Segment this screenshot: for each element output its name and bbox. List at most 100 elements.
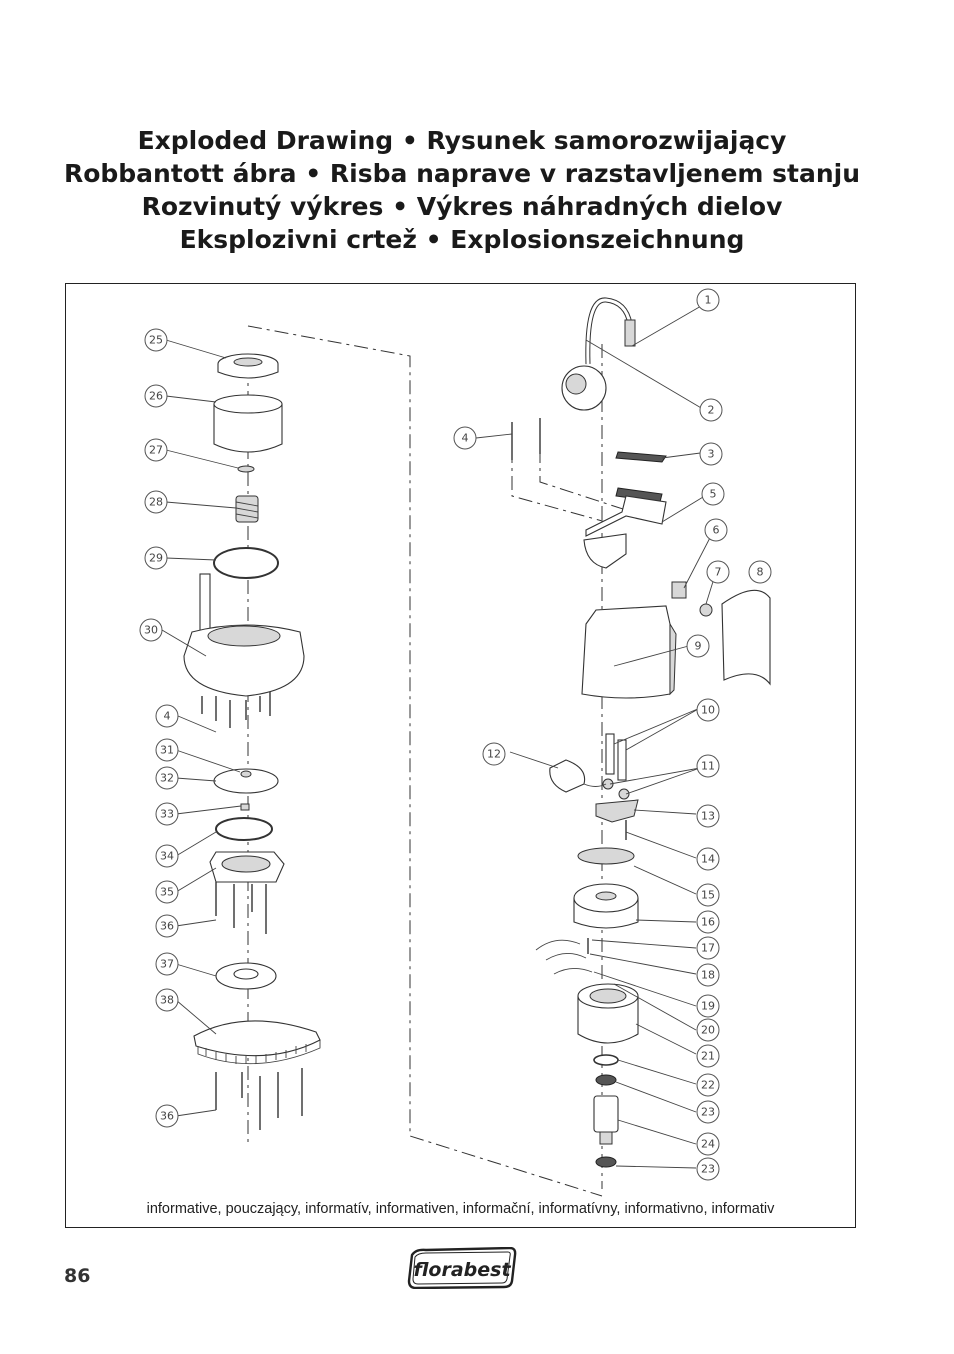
svg-text:10: 10 — [701, 704, 715, 717]
callout-37: 37 — [155, 952, 179, 976]
callout-24: 24 — [696, 1132, 720, 1156]
title-line: Exploded Drawing • Rysunek samorozwijają… — [137, 126, 787, 155]
callout-26: 26 — [144, 384, 168, 408]
callout-5: 5 — [701, 482, 725, 506]
callout-4: 4 — [453, 426, 477, 450]
callout-33: 33 — [155, 802, 179, 826]
part-37-disc — [215, 962, 277, 990]
svg-text:19: 19 — [701, 1000, 715, 1013]
screws-4-left — [201, 692, 271, 728]
page-number: 86 — [64, 1265, 91, 1287]
callout-3: 3 — [699, 442, 723, 466]
svg-text:16: 16 — [701, 916, 715, 929]
svg-text:24: 24 — [701, 1138, 715, 1151]
svg-text:25: 25 — [149, 334, 163, 347]
callout-12: 12 — [482, 742, 506, 766]
callout-19: 19 — [696, 994, 720, 1018]
svg-text:36: 36 — [160, 1110, 174, 1123]
svg-text:8: 8 — [757, 566, 764, 579]
page-title: Exploded Drawing • Rysunek samorozwijają… — [0, 124, 924, 256]
exploded-drawing-frame: 1 2 3 4 5 6 7 8 9 10 11 12 13 14 15 16 1… — [65, 283, 856, 1228]
part-23-bearing-bottom — [595, 1156, 617, 1168]
callout-2: 2 — [699, 398, 723, 422]
part-4-pins — [511, 418, 541, 460]
part-22-o-ring — [593, 1054, 619, 1066]
part-34-o-ring — [215, 817, 273, 841]
callout-20: 20 — [696, 1018, 720, 1042]
callout-4-left: 4 — [155, 704, 179, 728]
svg-text:2: 2 — [708, 404, 715, 417]
part-21-stator — [577, 983, 639, 1044]
callout-17: 17 — [696, 936, 720, 960]
part-17-19-wires — [535, 938, 593, 975]
part-2-float-switch — [561, 365, 607, 411]
svg-text:4: 4 — [462, 432, 469, 445]
part-3-grill — [615, 451, 667, 463]
part-11-rings — [602, 778, 630, 800]
svg-text:29: 29 — [149, 552, 163, 565]
part-1-plug — [624, 319, 636, 347]
callout-36-bottom: 36 — [155, 1104, 179, 1128]
callout-36: 36 — [155, 914, 179, 938]
svg-text:28: 28 — [149, 496, 163, 509]
part-29-o-ring — [213, 547, 279, 579]
svg-text:17: 17 — [701, 942, 715, 955]
logo-text: florabest — [413, 1259, 511, 1281]
svg-text:4: 4 — [164, 710, 171, 723]
part-33-nut — [240, 803, 250, 811]
florabest-logo: florabest — [407, 1247, 517, 1289]
svg-text:22: 22 — [701, 1079, 715, 1092]
callout-21: 21 — [696, 1044, 720, 1068]
svg-text:21: 21 — [701, 1050, 715, 1063]
callout-29: 29 — [144, 546, 168, 570]
callout-32: 32 — [155, 766, 179, 790]
svg-text:20: 20 — [701, 1024, 715, 1037]
callout-30: 30 — [139, 618, 163, 642]
svg-text:14: 14 — [701, 853, 715, 866]
part-10-shafts — [605, 733, 627, 781]
callout-11: 11 — [696, 754, 720, 778]
svg-text:37: 37 — [160, 958, 174, 971]
svg-text:9: 9 — [695, 640, 702, 653]
svg-text:1: 1 — [705, 294, 712, 307]
title-line: Eksplozivni crtež • Explosionszeichnung — [179, 225, 745, 254]
callout-9: 9 — [686, 634, 710, 658]
part-9-motor-housing — [581, 605, 677, 699]
exploded-drawing: 1 2 3 4 5 6 7 8 9 10 11 12 13 14 15 16 1… — [139, 288, 772, 1197]
part-30-housing — [183, 573, 305, 697]
part-23-bearing — [595, 1074, 617, 1086]
callout-31: 31 — [155, 738, 179, 762]
svg-text:15: 15 — [701, 889, 715, 902]
svg-text:11: 11 — [701, 760, 715, 773]
callout-1: 1 — [696, 288, 720, 312]
svg-text:36: 36 — [160, 920, 174, 933]
svg-text:23: 23 — [701, 1106, 715, 1119]
part-35-base-plate — [209, 851, 285, 934]
svg-text:23: 23 — [701, 1163, 715, 1176]
svg-text:27: 27 — [149, 444, 163, 457]
svg-text:34: 34 — [160, 850, 174, 863]
part-6-clip — [671, 581, 687, 599]
part-14-gasket — [577, 847, 635, 865]
svg-text:5: 5 — [710, 488, 717, 501]
part-32-impeller — [213, 768, 279, 794]
callout-23: 23 — [696, 1100, 720, 1124]
svg-text:26: 26 — [149, 390, 163, 403]
caption: informative, pouczający, informatív, inf… — [146, 1201, 775, 1217]
callout-15: 15 — [696, 883, 720, 907]
svg-text:3: 3 — [708, 448, 715, 461]
callout-34: 34 — [155, 844, 179, 868]
part-28-spring — [235, 495, 259, 523]
callout-27: 27 — [144, 438, 168, 462]
callout-28: 28 — [144, 490, 168, 514]
callout-6: 6 — [704, 518, 728, 542]
svg-text:30: 30 — [144, 624, 158, 637]
callout-13: 13 — [696, 804, 720, 828]
part-26-cylinder — [213, 394, 283, 453]
part-38-strainer — [193, 1020, 321, 1130]
part-13-bracket — [595, 799, 639, 823]
callout-18: 18 — [696, 963, 720, 987]
svg-text:12: 12 — [487, 748, 501, 761]
svg-text:18: 18 — [701, 969, 715, 982]
callout-14: 14 — [696, 847, 720, 871]
